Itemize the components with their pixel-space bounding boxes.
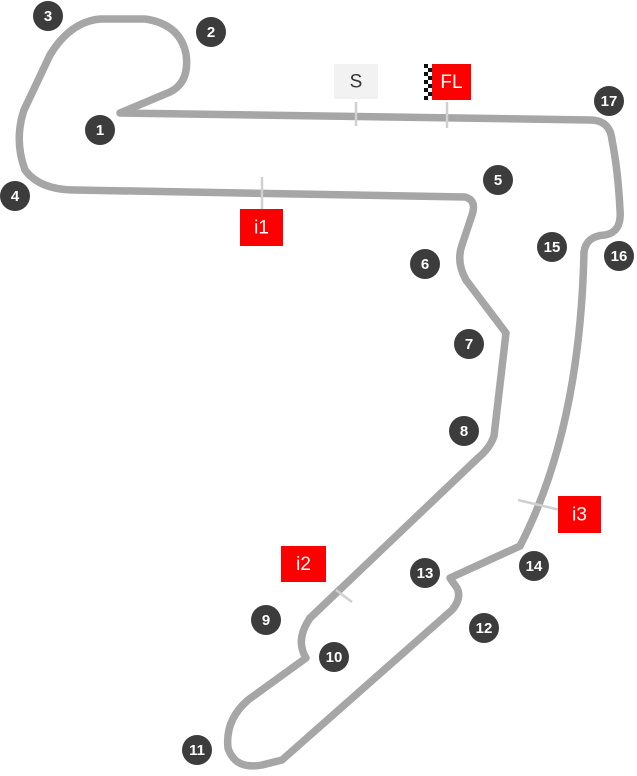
- corner-marker-circle: [469, 613, 499, 643]
- intermediate-i2-label: i2: [296, 554, 311, 575]
- corner-number: 4: [11, 188, 20, 205]
- corner-number: 6: [421, 256, 429, 273]
- corner-marker-circle: [85, 115, 115, 145]
- corner-marker-2: 2: [196, 17, 226, 47]
- corner-marker-12: 12: [469, 613, 499, 643]
- finish-line-label: FL: [440, 72, 462, 93]
- corner-number: 13: [417, 565, 434, 582]
- corner-marker-16: 16: [604, 241, 634, 271]
- corner-marker-circle: [182, 735, 212, 765]
- corner-marker-circle: [251, 605, 281, 635]
- corner-marker-circle: [483, 165, 513, 195]
- corner-number: 1: [96, 122, 104, 139]
- corner-marker-circle: [537, 232, 567, 262]
- corner-marker-15: 15: [537, 232, 567, 262]
- corner-marker-circle: [410, 558, 440, 588]
- intermediate-i3-label: i3: [572, 505, 587, 526]
- corner-marker-circle: [410, 249, 440, 279]
- corner-marker-8: 8: [449, 416, 479, 446]
- corner-number: 8: [460, 423, 468, 440]
- corner-marker-7: 7: [454, 329, 484, 359]
- corner-marker-circle: [449, 416, 479, 446]
- intermediate-i1-box: [240, 209, 283, 246]
- corner-number: 5: [494, 172, 502, 189]
- corner-marker-circle: [0, 181, 30, 211]
- corner-marker-4: 4: [0, 181, 30, 211]
- corner-marker-circle: [33, 1, 63, 31]
- corner-marker-circle: [594, 86, 624, 116]
- corner-marker-11: 11: [182, 735, 212, 765]
- corner-marker-9: 9: [251, 605, 281, 635]
- corner-marker-circle: [519, 551, 549, 581]
- corner-marker-14: 14: [519, 551, 549, 581]
- corner-number: 12: [476, 620, 493, 637]
- corner-number: 16: [611, 248, 628, 265]
- track-layout: [15, 15, 624, 770]
- corner-number: 11: [189, 742, 205, 759]
- corner-marker-10: 10: [319, 642, 349, 672]
- corner-number: 7: [465, 336, 473, 353]
- corner-number: 17: [601, 93, 618, 110]
- corner-number: 9: [262, 612, 270, 629]
- corner-marker-6: 6: [410, 249, 440, 279]
- corner-number: 2: [207, 24, 215, 41]
- start-line-box: [334, 64, 378, 99]
- checkered-flag-icon: [424, 64, 432, 100]
- corner-marker-17: 17: [594, 86, 624, 116]
- corner-number: 14: [526, 558, 543, 575]
- corner-marker-circle: [196, 17, 226, 47]
- intermediate-i2-marker: [335, 589, 353, 603]
- corner-number: 3: [44, 8, 52, 25]
- corner-marker-13: 13: [410, 558, 440, 588]
- corner-marker-circle: [604, 241, 634, 271]
- corner-marker-circle: [319, 642, 349, 672]
- corner-marker-3: 3: [33, 1, 63, 31]
- corner-marker-5: 5: [483, 165, 513, 195]
- intermediate-i3-marker: [517, 498, 561, 512]
- corner-marker-circle: [454, 329, 484, 359]
- start-line-label: S: [350, 72, 363, 93]
- intermediate-i1-label: i1: [254, 218, 269, 239]
- corner-number: 10: [326, 649, 343, 666]
- corner-marker-1: 1: [85, 115, 115, 145]
- intermediate-i3-box: [558, 496, 601, 533]
- intermediate-i2-box: [281, 546, 326, 582]
- corner-number: 15: [544, 239, 561, 256]
